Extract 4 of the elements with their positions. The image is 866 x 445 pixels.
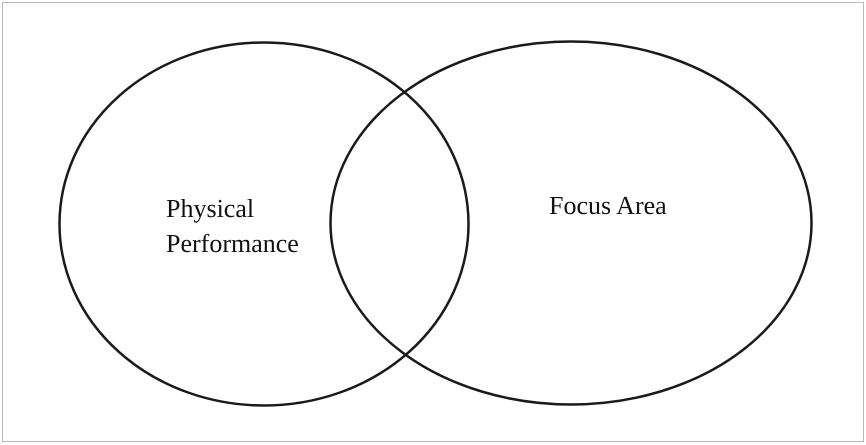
set-label: Focus Area xyxy=(549,190,668,222)
venn-ellipse xyxy=(329,40,813,406)
set-label: Physical Performance xyxy=(166,193,300,260)
venn-ellipse xyxy=(58,41,470,407)
